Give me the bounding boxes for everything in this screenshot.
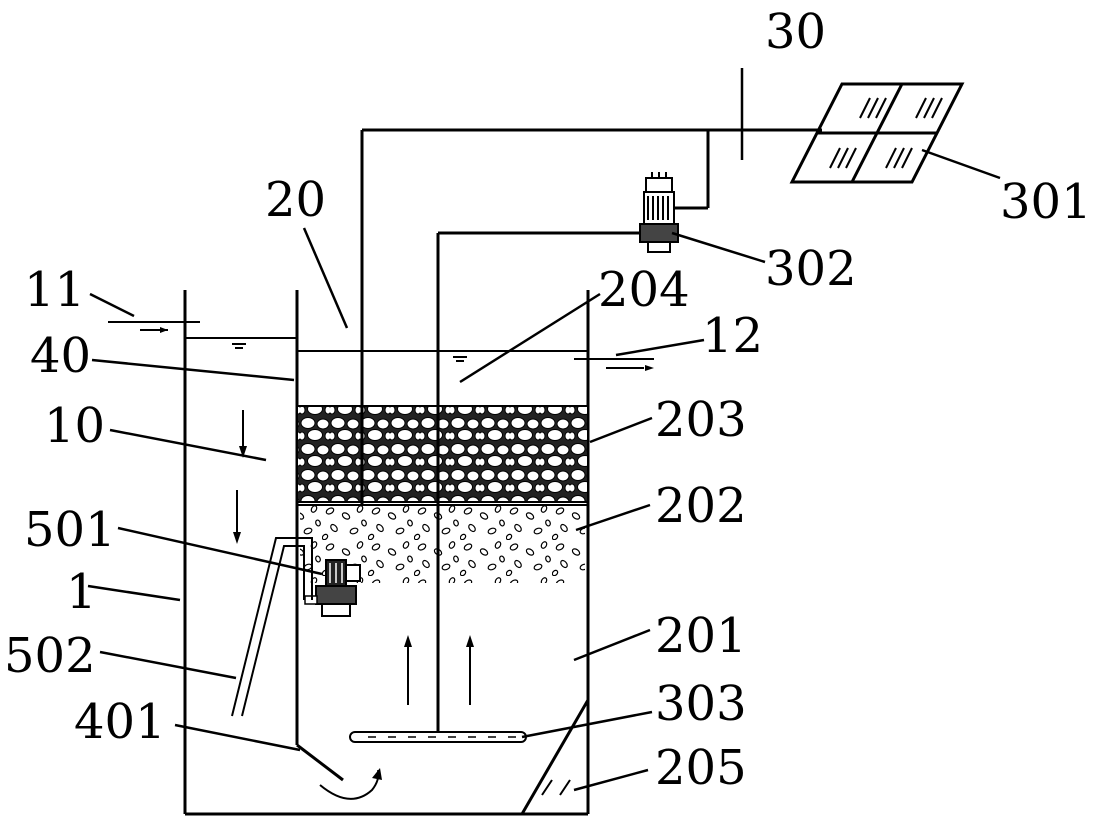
label-302: 302 — [765, 241, 857, 297]
flow-arrow-curve — [319, 768, 382, 800]
label-301: 301 — [1000, 174, 1092, 230]
gravel-layer — [296, 405, 589, 503]
flow-arrow-down — [233, 410, 247, 544]
label-12: 12 — [702, 308, 763, 364]
label-10: 10 — [44, 398, 105, 454]
label-20: 20 — [265, 172, 326, 228]
label-202: 202 — [655, 478, 747, 534]
label-203: 203 — [655, 392, 747, 448]
label-30: 30 — [765, 4, 826, 60]
air-supply-line — [362, 128, 822, 235]
outlet-pipe — [574, 358, 654, 371]
leader-lines — [87, 68, 1001, 792]
water-level-right — [297, 350, 588, 362]
label-40: 40 — [30, 328, 91, 384]
label-11: 11 — [24, 262, 85, 318]
sludge-pipe — [231, 537, 313, 717]
aeration-pipe — [349, 731, 527, 743]
flow-arrow-up — [404, 635, 474, 705]
label-502: 502 — [4, 628, 96, 684]
solar-panel — [789, 82, 965, 184]
label-205: 205 — [655, 740, 747, 796]
sludge-pump — [304, 559, 361, 617]
label-401: 401 — [74, 694, 166, 750]
label-201: 201 — [655, 608, 747, 664]
label-204: 204 — [598, 262, 690, 318]
label-303: 303 — [655, 676, 747, 732]
label-501: 501 — [24, 502, 116, 558]
label-1: 1 — [66, 564, 97, 620]
inlet-pipe — [108, 321, 200, 333]
water-level-left — [185, 337, 297, 349]
sludge-hopper — [520, 699, 590, 815]
partition-wall — [295, 290, 344, 782]
air-pump — [639, 172, 679, 253]
